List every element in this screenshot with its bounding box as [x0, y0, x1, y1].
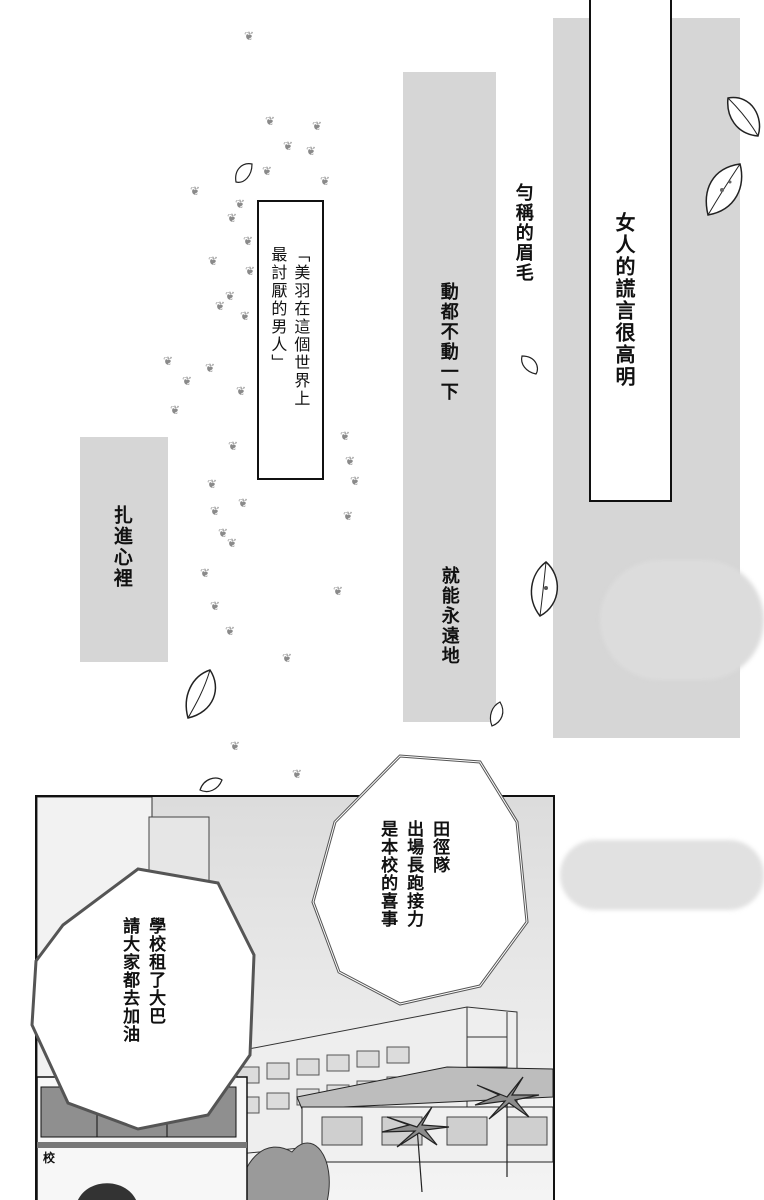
- cloud-right: [600, 560, 764, 680]
- bubble-left-line-2: 請大家都去加油: [119, 917, 140, 1043]
- leaf-icon: ❦: [182, 374, 193, 388]
- leaf-icon: [185, 669, 217, 719]
- tone-strip-middle: [403, 72, 496, 722]
- caption-eyebrows: 勻稱的眉毛: [512, 183, 534, 283]
- leaf-icon: ❦: [292, 767, 303, 781]
- quote-box: [257, 200, 324, 480]
- tone-strip-left: [80, 437, 168, 662]
- leaf-icon: ❦: [163, 354, 174, 368]
- leaf-icon: ❦: [227, 211, 238, 225]
- leaf-icon: ❦: [227, 536, 238, 550]
- leaf-icon: ❦: [228, 439, 239, 453]
- caption-forever: 就能永遠地: [438, 566, 460, 666]
- leaf-icon: [705, 163, 743, 216]
- leaf-icon: ❦: [283, 139, 294, 153]
- leaf-icon: ❦: [350, 474, 361, 488]
- leaf-icon: ❦: [218, 526, 229, 540]
- leaf-icon: ❦: [215, 299, 226, 313]
- caption-lie: 女人的謊言很高明: [612, 212, 636, 388]
- bubble-right-line-2: 出場長跑接力: [403, 820, 424, 928]
- leaf-icon: [521, 355, 539, 375]
- leaf-icon: ❦: [205, 361, 216, 375]
- leaf-icon: ❦: [312, 119, 323, 133]
- leaf-icon: ❦: [345, 454, 356, 468]
- caption-unmoved: 動都不動一下: [437, 282, 459, 402]
- cloud-lower-right: [560, 840, 764, 910]
- bubble-right-line-1: 田徑隊: [429, 820, 450, 874]
- leaf-icon: ❦: [225, 624, 236, 638]
- quote-line-1: 「美羽在這個世界上: [291, 246, 311, 408]
- leaf-icon: ❦: [265, 114, 276, 128]
- leaf-icon: ❦: [235, 197, 246, 211]
- leaf-icon: ❦: [262, 164, 273, 178]
- leaf-icon: ❦: [207, 477, 218, 491]
- leaf-icon: ❦: [170, 403, 181, 417]
- bubble-right-line-3: 是本校的喜事: [377, 820, 398, 928]
- leaf-icon: ❦: [240, 309, 251, 323]
- leaf-icon: ❦: [333, 584, 344, 598]
- speech-bubble-right: [311, 754, 529, 1006]
- leaf-icon: ❦: [225, 289, 236, 303]
- leaf-icon: [235, 163, 253, 183]
- caption-pierce: 扎進心裡: [110, 505, 133, 589]
- leaf-icon: [199, 777, 223, 793]
- caption-box-lie: [589, 0, 672, 502]
- leaf-icon: [530, 561, 559, 617]
- leaf-icon: ❦: [210, 504, 221, 518]
- leaf-icon: ❦: [238, 496, 249, 510]
- leaf-icon: ❦: [230, 739, 241, 753]
- leaf-icon: ❦: [343, 509, 354, 523]
- leaf-icon: [489, 701, 504, 727]
- bubble-left-line-1: 學校租了大巴: [145, 917, 166, 1025]
- leaf-icon: ❦: [208, 254, 219, 268]
- bus-sign: 校: [43, 1151, 56, 1165]
- leaf-icon: ❦: [210, 599, 221, 613]
- speech-bubble-left: [30, 867, 256, 1131]
- leaf-icon: ❦: [200, 566, 211, 580]
- leaf-icon: ❦: [320, 174, 331, 188]
- leaf-icon: ❦: [244, 29, 255, 43]
- leaf-icon: ❦: [306, 144, 317, 158]
- leaf-icon: ❦: [282, 651, 293, 665]
- leaf-icon: ❦: [243, 234, 254, 248]
- leaf-icon: [727, 96, 761, 137]
- leaf-icon: ❦: [236, 384, 247, 398]
- leaf-icon: ❦: [340, 429, 351, 443]
- quote-line-2: 最討厭的男人」: [268, 246, 288, 372]
- leaf-icon: ❦: [245, 264, 256, 278]
- leaf-icon: ❦: [190, 184, 201, 198]
